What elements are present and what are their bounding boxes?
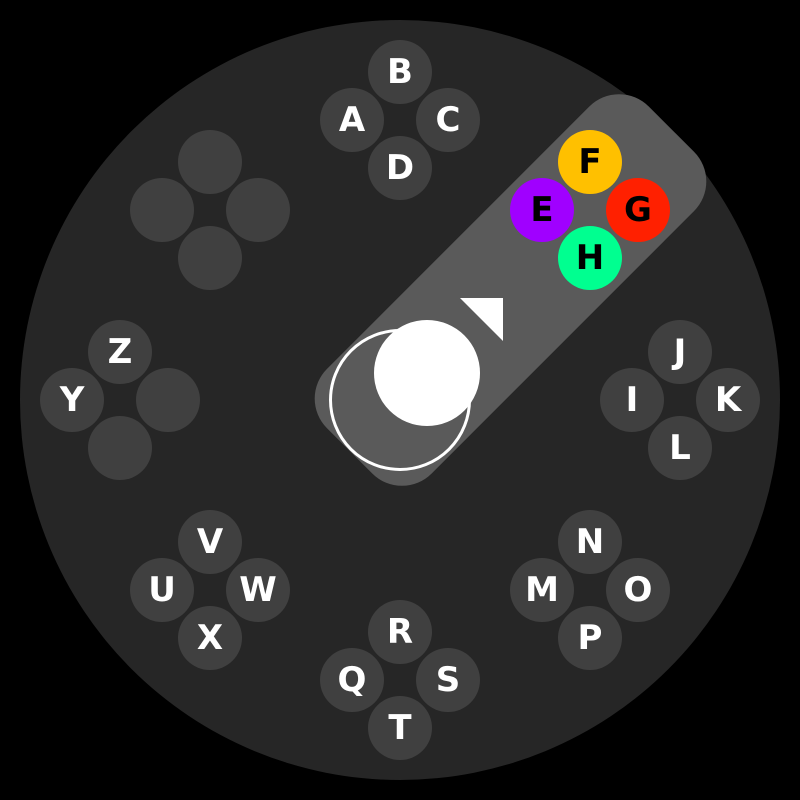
key-f[interactable]: F — [558, 130, 622, 194]
key-r[interactable]: R — [368, 600, 432, 664]
key-l[interactable]: L — [648, 416, 712, 480]
key-m[interactable]: M — [510, 558, 574, 622]
key-u[interactable]: U — [130, 558, 194, 622]
key-p[interactable]: P — [558, 606, 622, 670]
key-g[interactable]: G — [606, 178, 670, 242]
key-n[interactable]: N — [558, 510, 622, 574]
key-h[interactable]: H — [558, 226, 622, 290]
key-o[interactable]: O — [606, 558, 670, 622]
key-q[interactable]: Q — [320, 648, 384, 712]
joystick-knob[interactable] — [374, 320, 480, 426]
key-s[interactable]: S — [416, 648, 480, 712]
key-z[interactable]: Z — [88, 320, 152, 384]
key-empty-right[interactable] — [136, 368, 200, 432]
key-empty-left[interactable] — [130, 178, 194, 242]
key-b[interactable]: B — [368, 40, 432, 104]
arrow-triangle — [460, 298, 503, 341]
key-d[interactable]: D — [368, 136, 432, 200]
key-j[interactable]: J — [648, 320, 712, 384]
key-c[interactable]: C — [416, 88, 480, 152]
key-a[interactable]: A — [320, 88, 384, 152]
key-y[interactable]: Y — [40, 368, 104, 432]
key-e[interactable]: E — [510, 178, 574, 242]
key-t[interactable]: T — [368, 696, 432, 760]
key-k[interactable]: K — [696, 368, 760, 432]
key-empty-bottom[interactable] — [88, 416, 152, 480]
key-v[interactable]: V — [178, 510, 242, 574]
key-x[interactable]: X — [178, 606, 242, 670]
key-empty-top[interactable] — [178, 130, 242, 194]
key-empty-bottom[interactable] — [178, 226, 242, 290]
key-i[interactable]: I — [600, 368, 664, 432]
key-w[interactable]: W — [226, 558, 290, 622]
key-empty-right[interactable] — [226, 178, 290, 242]
